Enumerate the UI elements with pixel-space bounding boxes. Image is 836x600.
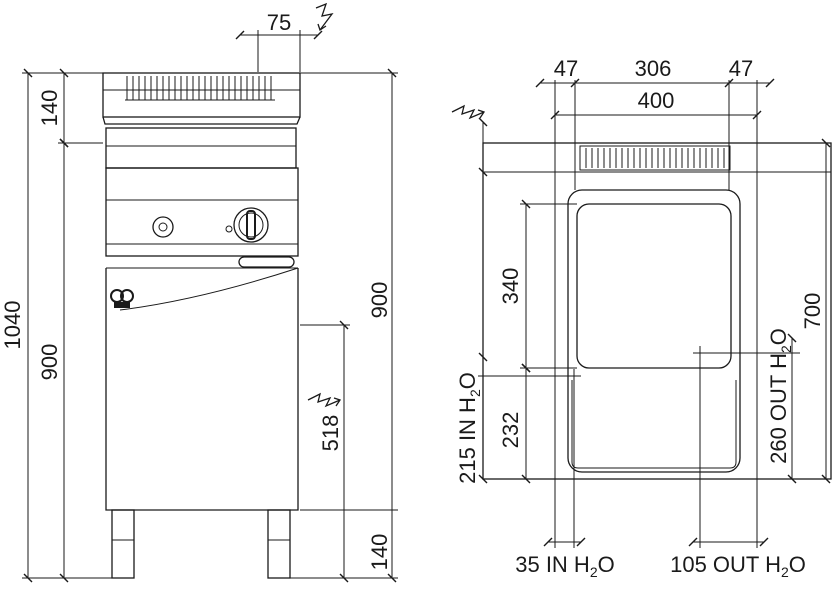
dim-top-width: 75 [267,10,291,35]
label-out-side: 260 OUT H2O [766,328,794,464]
vent-grille [579,145,731,171]
dim-body-height-right: 900 [367,282,392,319]
label-in-bottom: 35 IN H2O [515,552,615,580]
basin-front [105,127,297,169]
handle-bar [238,256,295,268]
dim-basin-depth: 340 [498,268,523,305]
dim-total-height: 1040 [0,301,25,350]
label-in-side: 215 IN H2O [455,372,483,484]
pilot-light [152,216,174,238]
top-view: 47 306 47 400 340 232 215 IN H2O 700 260… [451,56,832,580]
dim-inlet-depth: 232 [498,412,523,449]
dim-side-right: 47 [729,56,753,81]
electrical-connection-icon [451,104,486,120]
brand-logo-icon [110,289,134,308]
basin-outer [567,189,741,473]
electrical-connection-icon [315,2,334,32]
control-panel [105,167,299,257]
leg-left [111,509,135,579]
indicator-dot [225,225,233,233]
control-knob [233,207,269,243]
vent-slots [125,76,275,101]
dim-inner-width: 306 [635,56,672,81]
dim-depth: 700 [800,293,825,330]
top-outline [482,142,832,480]
label-out-bottom: 105 OUT H2O [670,552,806,580]
door-curve [119,267,299,311]
leg-right [267,509,291,579]
dim-total-width: 400 [638,88,675,113]
basin-rim [102,116,301,125]
dim-connection-height: 518 [318,415,343,452]
dim-side-left: 47 [554,56,578,81]
front-view: 75 1040 140 900 900 518 140 [0,2,398,583]
dim-leg-height: 140 [367,534,392,571]
basin-inner [576,203,732,369]
dim-body-height-left: 900 [37,344,62,381]
top-panel [102,72,301,118]
electrical-connection-icon [307,392,342,408]
dim-top-section: 140 [37,90,62,127]
cabinet [105,268,299,511]
